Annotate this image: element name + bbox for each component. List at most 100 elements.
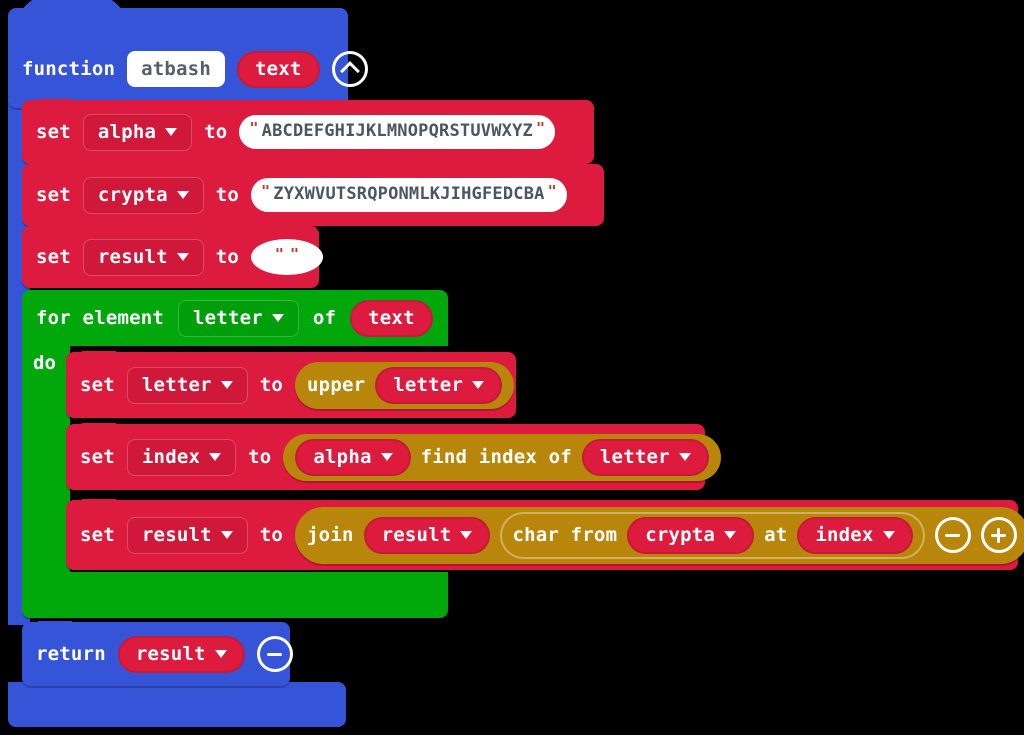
- string-literal-value: ABCDEFGHIJKLMNOPQRSTUVWXYZ: [261, 121, 533, 142]
- function-parameter-label: text: [254, 57, 302, 80]
- variable-dropdown-label: letter: [141, 373, 212, 396]
- to-keyword-label: to: [215, 246, 240, 268]
- to-keyword-label: to: [259, 374, 284, 396]
- set-variable-block-alpha[interactable]: set alpha to " ABCDEFGHIJKLMNOPQRSTUVWXY…: [22, 99, 594, 164]
- to-keyword-label: to: [248, 446, 272, 468]
- loop-body-wall: [22, 346, 70, 572]
- chevron-down-icon: [176, 253, 189, 261]
- upper-operation-label: upper: [307, 374, 366, 396]
- set-variable-block-index[interactable]: set index to alpha find index of letter: [66, 423, 721, 490]
- chevron-glyph: [339, 61, 360, 81]
- variable-dropdown-label: alpha: [97, 120, 157, 143]
- function-keyword-label: function: [22, 58, 116, 80]
- join-operation-label: join: [307, 524, 354, 546]
- loop-variable-dropdown-letter[interactable]: letter: [178, 299, 299, 337]
- at-keyword-label: at: [764, 524, 788, 546]
- find-index-of-reporter-block[interactable]: alpha find index of letter: [283, 433, 721, 481]
- variable-dropdown-alpha[interactable]: alpha: [82, 113, 193, 151]
- set-keyword-label: set: [36, 246, 71, 268]
- function-definition-block[interactable]: function atbash text: [8, 0, 368, 108]
- variable-dropdown-result[interactable]: result: [82, 238, 204, 276]
- chevron-down-icon: [176, 191, 189, 199]
- variable-dropdown-letter[interactable]: letter: [126, 366, 248, 404]
- chevron-down-icon: [460, 531, 473, 539]
- minus-glyph: [945, 533, 961, 537]
- loop-variable-label: letter: [193, 306, 263, 329]
- function-parameter-text[interactable]: text: [236, 50, 320, 88]
- for-element-loop-header[interactable]: for element letter of text: [22, 290, 448, 346]
- set-variable-block-letter-upper[interactable]: set letter to upper letter: [66, 351, 516, 418]
- variable-dropdown-index-at[interactable]: index: [797, 516, 913, 554]
- variable-dropdown-result-return[interactable]: result: [117, 635, 245, 673]
- string-literal-alpha[interactable]: " ABCDEFGHIJKLMNOPQRSTUVWXYZ ": [239, 115, 556, 149]
- set-variable-block-crypta[interactable]: set crypta to " ZYXWVUTSRQPONMLKJIHGFEDC…: [22, 163, 604, 226]
- variable-dropdown-label: index: [141, 445, 201, 468]
- char-from-reporter-block[interactable]: char from crypta at index: [500, 511, 925, 559]
- variable-dropdown-label: crypta: [97, 183, 168, 206]
- chevron-down-icon: [165, 128, 178, 136]
- set-variable-block-result-append[interactable]: set result to join result char from cryp…: [66, 499, 1024, 570]
- for-element-label: for element: [36, 307, 165, 329]
- chevron-down-icon: [472, 381, 485, 389]
- chevron-down-icon: [209, 453, 222, 461]
- chevron-down-icon: [271, 314, 284, 322]
- variable-dropdown-label: result: [381, 523, 452, 546]
- string-literal-crypta[interactable]: " ZYXWVUTSRQPONMLKJIHGFEDCBA ": [251, 178, 567, 212]
- to-keyword-label: to: [204, 121, 228, 143]
- variable-dropdown-label: result: [97, 245, 168, 268]
- open-quote-glyph: ": [274, 245, 285, 264]
- char-from-label: char from: [512, 524, 618, 546]
- set-keyword-label: set: [80, 524, 115, 546]
- of-keyword-label: of: [312, 307, 337, 329]
- find-index-of-label: find index of: [420, 446, 572, 468]
- variable-dropdown-label: letter: [599, 445, 670, 468]
- variable-dropdown-alpha-haystack[interactable]: alpha: [295, 438, 411, 476]
- variable-dropdown-label: result: [135, 642, 206, 665]
- variable-dropdown-result-operand[interactable]: result: [363, 516, 491, 554]
- join-reporter-block[interactable]: join result char from crypta at index: [295, 506, 1024, 564]
- chevron-up-circle-icon[interactable]: [331, 51, 368, 87]
- chevron-down-icon: [380, 453, 393, 461]
- chevron-down-icon: [220, 381, 233, 389]
- variable-dropdown-crypta-source[interactable]: crypta: [627, 516, 755, 554]
- variable-dropdown-crypta[interactable]: crypta: [82, 176, 204, 214]
- for-element-loop-footer: [22, 572, 448, 618]
- chevron-down-icon: [214, 650, 227, 658]
- variable-dropdown-label: crypta: [645, 523, 716, 546]
- chevron-down-icon: [724, 531, 737, 539]
- plus-glyph-vertical: [997, 527, 1001, 543]
- close-quote-glyph: ": [535, 119, 546, 138]
- loop-iterable-text[interactable]: text: [350, 299, 433, 337]
- loop-iterable-label: text: [368, 306, 415, 329]
- set-keyword-label: set: [80, 374, 115, 396]
- minus-glyph: [267, 652, 283, 656]
- function-name-field[interactable]: atbash: [127, 51, 225, 87]
- set-variable-block-result-init[interactable]: set result to " ": [22, 225, 324, 288]
- variable-dropdown-label: alpha: [313, 445, 372, 468]
- minus-circle-icon[interactable]: [934, 517, 971, 553]
- variable-dropdown-letter-operand[interactable]: letter: [375, 366, 503, 404]
- minus-circle-icon[interactable]: [256, 636, 293, 672]
- set-keyword-label: set: [36, 184, 71, 206]
- chevron-down-icon: [678, 453, 691, 461]
- close-quote-glyph: ": [547, 182, 557, 201]
- variable-dropdown-result[interactable]: result: [126, 516, 248, 554]
- upper-case-reporter-block[interactable]: upper letter: [295, 361, 515, 409]
- to-keyword-label: to: [259, 524, 284, 546]
- variable-dropdown-label: index: [815, 523, 874, 546]
- return-keyword-label: return: [36, 643, 106, 665]
- chevron-down-icon: [220, 531, 233, 539]
- set-keyword-label: set: [36, 121, 71, 143]
- variable-dropdown-letter-needle[interactable]: letter: [581, 438, 709, 476]
- loop-do-label: do: [33, 352, 56, 374]
- string-literal-value: ZYXWVUTSRQPONMLKJIHGFEDCBA: [273, 184, 545, 205]
- chevron-down-icon: [882, 531, 895, 539]
- function-hat-bump: [16, 0, 128, 30]
- return-block[interactable]: return result: [22, 621, 293, 686]
- variable-dropdown-index[interactable]: index: [126, 438, 237, 476]
- string-literal-empty[interactable]: " ": [251, 239, 324, 275]
- to-keyword-label: to: [215, 184, 240, 206]
- plus-circle-icon[interactable]: [980, 517, 1017, 553]
- open-quote-glyph: ": [249, 119, 259, 138]
